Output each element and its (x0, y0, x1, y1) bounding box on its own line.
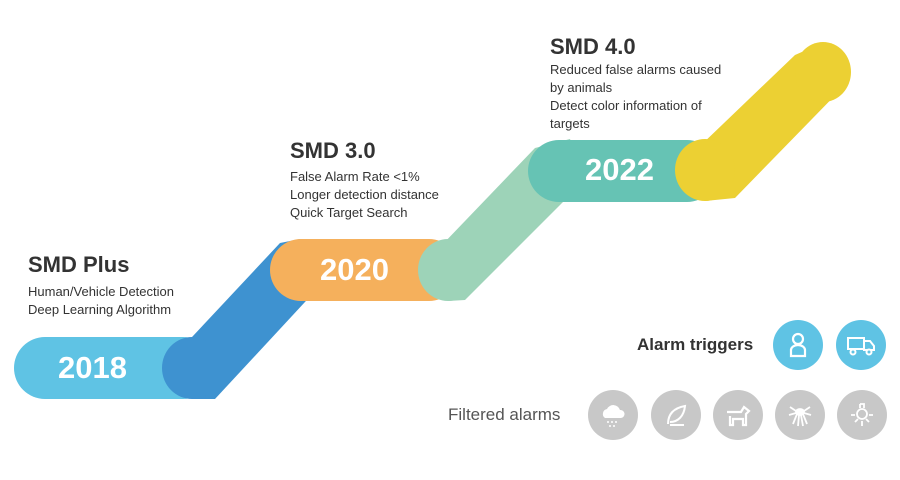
band-end-2022 (675, 139, 735, 201)
feature: by animals (550, 80, 613, 95)
year-2020: 2020 (320, 252, 389, 287)
light-bulb-icon (837, 390, 887, 440)
year-2018: 2018 (58, 350, 127, 385)
feature: False Alarm Rate <1% (290, 169, 420, 184)
features-smd-plus: Human/Vehicle Detection Deep Learning Al… (28, 283, 174, 319)
feature: Human/Vehicle Detection (28, 284, 174, 299)
pill-2018 (14, 337, 214, 399)
feature: Longer detection distance (290, 187, 439, 202)
features-smd-3: False Alarm Rate <1% Longer detection di… (290, 168, 439, 222)
filtered-alarms-label: Filtered alarms (448, 405, 561, 424)
feature: Detect color information of (550, 98, 702, 113)
leaf-icon (651, 390, 701, 440)
truck-icon (836, 320, 886, 370)
pill-2020 (270, 239, 460, 301)
feature: targets (550, 116, 590, 131)
spider-icon (775, 390, 825, 440)
band-end-2020 (418, 239, 478, 301)
rain-cloud-icon (588, 390, 638, 440)
title-smd-plus: SMD Plus (28, 252, 130, 277)
dog-icon (713, 390, 763, 440)
features-smd-4: Reduced false alarms caused by animals D… (550, 61, 721, 133)
feature: Reduced false alarms caused (550, 62, 722, 77)
person-icon (773, 320, 823, 370)
feature: Quick Target Search (290, 205, 408, 220)
feature: Deep Learning Algorithm (28, 302, 172, 317)
band-top-end (795, 42, 851, 102)
pill-2022 (528, 140, 718, 202)
year-2022: 2022 (585, 152, 654, 187)
alarm-triggers-label: Alarm triggers (637, 335, 754, 354)
band-end-2018 (162, 337, 222, 399)
title-smd-4: SMD 4.0 (550, 34, 636, 59)
title-smd-3: SMD 3.0 (290, 138, 376, 163)
